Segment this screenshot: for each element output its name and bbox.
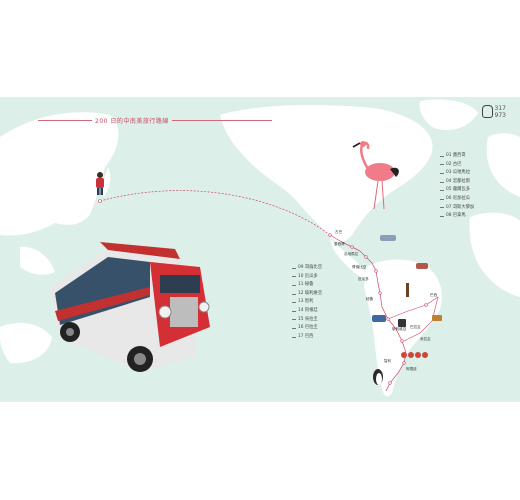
flamingo-illustration <box>352 141 399 210</box>
list-item: 12 玻利維亞 <box>292 290 322 299</box>
north-route-list: 01 墨西哥 02 古巴 03 瓜地馬拉 04 宏都拉斯 05 薩爾瓦多 06 … <box>440 152 474 221</box>
australia-landmass <box>0 322 52 364</box>
map-label: 墨西哥 <box>334 242 345 246</box>
list-item: 13 智利 <box>292 298 322 307</box>
guitar-icon <box>406 283 409 297</box>
list-item: 03 瓜地馬拉 <box>440 169 474 178</box>
page-number: 317 973 <box>495 105 506 119</box>
central-america-landmass <box>330 239 368 279</box>
motorbike-row-icon <box>401 352 428 358</box>
stop-6 <box>386 317 390 321</box>
stop-1 <box>328 233 332 237</box>
small-vehicle-icon <box>398 319 406 327</box>
page-title: 200 日的中南美旅行路線 <box>95 117 169 125</box>
stop-8 <box>402 361 406 365</box>
stop-9 <box>388 381 392 385</box>
list-item: 11 秘魯 <box>292 281 322 290</box>
title-rule-left <box>38 119 92 121</box>
europe-landmass <box>486 133 520 197</box>
map-label: 哥倫比亞 <box>352 265 367 269</box>
list-item: 04 宏都拉斯 <box>440 178 474 187</box>
map-label: 瓜地馬拉 <box>344 252 359 256</box>
map-label: 巴西 <box>430 293 438 297</box>
route-stops <box>98 199 428 385</box>
list-item: 09 哥倫比亞 <box>292 264 322 273</box>
overland-route <box>329 234 407 392</box>
page-number-top: 317 <box>494 105 506 112</box>
stop-10 <box>424 303 428 307</box>
list-item: 15 烏拉圭 <box>292 316 322 325</box>
boat-icon <box>380 235 396 241</box>
stop-3 <box>364 255 368 259</box>
map-label: 玻利維亞 <box>392 327 407 331</box>
south-route-list: 09 哥倫比亞 10 厄瓜多 11 秘魯 12 玻利維亞 13 智利 14 阿根… <box>292 264 322 341</box>
stop-4 <box>374 269 378 273</box>
page-number-bottom: 973 <box>494 112 506 119</box>
train-icon <box>432 315 442 321</box>
list-item: 06 尼加拉瓜 <box>440 195 474 204</box>
stop-7 <box>400 339 404 343</box>
se-asia-landmass <box>20 246 55 275</box>
header: 200 日的中南美旅行路線 <box>38 114 272 126</box>
list-item: 14 阿根廷 <box>292 307 322 316</box>
africa-landmass <box>469 212 520 297</box>
world-map <box>0 99 520 397</box>
chicken-bus-illustration <box>50 242 210 372</box>
list-item: 07 哥斯大黎加 <box>440 204 474 213</box>
list-item: 02 古巴 <box>440 161 474 170</box>
stop-2 <box>350 245 354 249</box>
greenland-landmass <box>419 99 478 131</box>
south-america-landmass <box>364 259 442 397</box>
north-america-landmass <box>220 105 433 243</box>
map-label: 烏拉圭 <box>420 337 431 341</box>
penguin-illustration <box>373 369 383 385</box>
japan-landmass <box>102 167 111 197</box>
flight-route <box>99 190 331 236</box>
asia-landmass <box>0 112 119 236</box>
map-spread: 200 日的中南美旅行路線 317 973 01 墨西哥 02 古巴 03 瓜地… <box>0 97 520 402</box>
bus-icon <box>372 315 386 322</box>
map-label: 智利 <box>384 359 392 363</box>
list-item: 17 巴西 <box>292 333 322 342</box>
stop-japan <box>98 199 102 203</box>
list-item: 16 巴拉圭 <box>292 324 322 333</box>
list-item: 01 墨西哥 <box>440 152 474 161</box>
map-label: 厄瓜多 <box>358 277 369 281</box>
list-item: 10 厄瓜多 <box>292 273 322 282</box>
stop-5 <box>378 291 382 295</box>
map-label: 古巴 <box>335 230 343 234</box>
map-label: 阿根廷 <box>406 367 417 371</box>
overland-route-east <box>387 296 439 342</box>
map-label: 巴拉圭 <box>410 325 421 329</box>
title-rule-right <box>171 119 272 121</box>
backpack-icon <box>482 105 493 118</box>
traveler-illustration <box>96 172 104 195</box>
list-item: 05 薩爾瓦多 <box>440 186 474 195</box>
list-item: 08 巴拿馬 <box>440 212 474 221</box>
car-icon <box>416 263 428 269</box>
map-label: 秘魯 <box>366 297 374 301</box>
